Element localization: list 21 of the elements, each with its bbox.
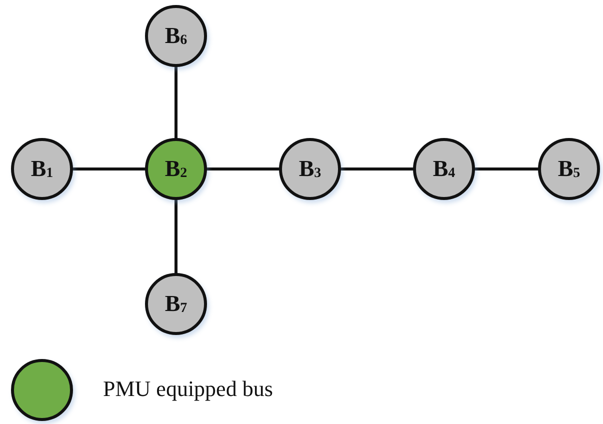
connector-line xyxy=(474,168,539,170)
bus-circle xyxy=(11,138,73,200)
connector-line xyxy=(174,199,178,274)
connector-line xyxy=(72,168,146,170)
connector-line xyxy=(206,168,280,170)
bus-label: B$_{7}$ xyxy=(164,291,188,317)
bus-label: B$_{3}$ xyxy=(298,156,322,182)
bus-label: B$_{5}$ xyxy=(558,156,580,182)
connector-line xyxy=(340,168,414,170)
bus-circle xyxy=(279,138,341,200)
legend-text: PMU equipped bus xyxy=(103,376,273,402)
bus-label: B$_{2}$ xyxy=(164,156,188,182)
bus-circle xyxy=(538,138,600,200)
bus-circle xyxy=(145,138,207,200)
connector-line xyxy=(174,66,178,139)
bus-label: B$_{1}$ xyxy=(30,156,54,182)
bus-circle xyxy=(145,273,207,335)
bus-label: B$_{6}$ xyxy=(164,23,188,49)
bus-circle xyxy=(145,5,207,67)
bus-circle xyxy=(413,138,475,200)
bus-label: B$_{4}$ xyxy=(432,156,456,182)
